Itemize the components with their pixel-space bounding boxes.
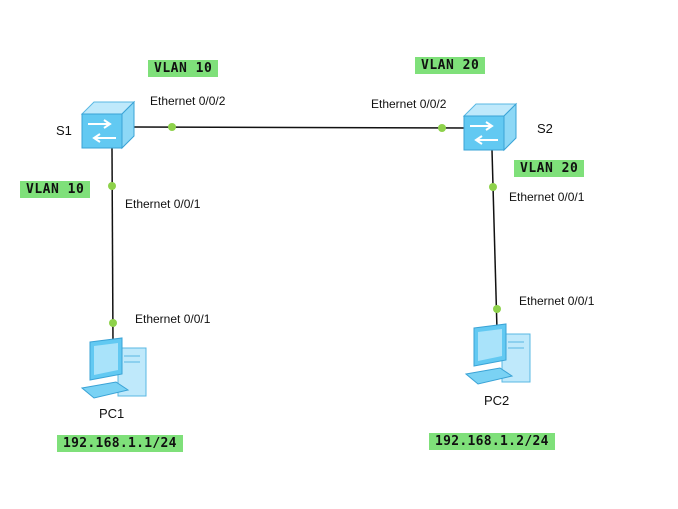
pc1-icon[interactable]: [80, 337, 147, 399]
vlan-tag-s2-access: VLAN 20: [514, 160, 585, 177]
device-label-s2: S2: [537, 121, 553, 136]
port-dot-pc1-e001: [109, 319, 117, 327]
port-label-s1-uplink: Ethernet 0/0/2: [150, 94, 226, 108]
port-dot-s2-e002: [438, 124, 446, 132]
port-label-s1-down: Ethernet 0/0/1: [125, 197, 201, 211]
vlan-tag-s2-uplink: VLAN 20: [415, 57, 486, 74]
link-s1-s2[interactable]: [133, 126, 467, 129]
ip-tag-pc2: 192.168.1.2/24: [429, 433, 555, 450]
port-dot-s2-e001: [489, 183, 497, 191]
link-s2-pc2[interactable]: [491, 149, 498, 331]
switch-s1-icon[interactable]: [80, 100, 136, 150]
pc2-icon[interactable]: [464, 323, 531, 385]
port-label-pc2: Ethernet 0/0/1: [519, 294, 595, 308]
port-dot-s1-e001: [108, 182, 116, 190]
device-label-pc1: PC1: [99, 406, 125, 421]
link-s1-pc1[interactable]: [111, 147, 114, 346]
port-dot-s1-e002: [168, 123, 176, 131]
vlan-tag-s1-access: VLAN 10: [20, 181, 91, 198]
port-label-s2-uplink: Ethernet 0/0/2: [371, 97, 447, 111]
device-label-pc2: PC2: [484, 393, 510, 408]
port-label-pc1: Ethernet 0/0/1: [135, 312, 211, 326]
port-label-s2-down: Ethernet 0/0/1: [509, 190, 585, 204]
vlan-tag-s1-uplink: VLAN 10: [148, 60, 219, 77]
ip-tag-pc1: 192.168.1.1/24: [57, 435, 183, 452]
port-dot-pc2-e001: [493, 305, 501, 313]
switch-s2-icon[interactable]: [462, 102, 518, 152]
device-label-s1: S1: [56, 123, 72, 138]
